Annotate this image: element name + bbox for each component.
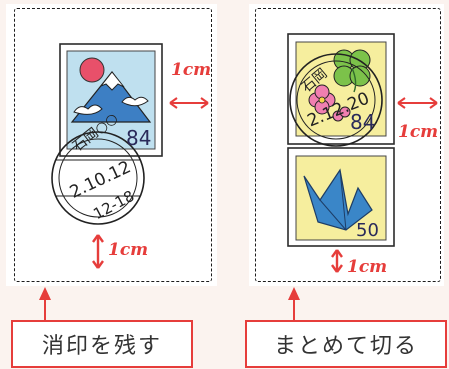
right-postmark xyxy=(289,53,383,147)
arrow-icon xyxy=(39,97,209,322)
right-side-margin-label: 1cm xyxy=(398,122,439,142)
fuji-stamp xyxy=(59,43,163,157)
left-cut-line xyxy=(14,8,212,282)
mount-fuji-icon xyxy=(70,71,152,123)
right-stamp-bottom-value: 50 xyxy=(356,220,379,241)
sun-icon xyxy=(79,57,105,83)
left-stamp-value: 84 xyxy=(126,126,152,150)
left-side-margin-label: 1cm xyxy=(171,60,212,80)
cut-together-label: まとめて切る xyxy=(245,320,447,368)
keep-postmark-label: 消印を残す xyxy=(11,320,193,368)
left-postmark xyxy=(51,131,145,225)
right-stamp-top-value: 84 xyxy=(350,110,376,134)
left-bottom-margin-label: 1cm xyxy=(108,240,149,260)
arrow-icon xyxy=(288,97,438,322)
right-bottom-margin-label: 1cm xyxy=(347,257,388,277)
clover-stamp xyxy=(287,33,395,145)
paper-crane-icon xyxy=(303,168,373,231)
flower-icon xyxy=(308,84,351,122)
crane-stamp xyxy=(287,147,395,247)
right-cut-line xyxy=(255,8,441,282)
